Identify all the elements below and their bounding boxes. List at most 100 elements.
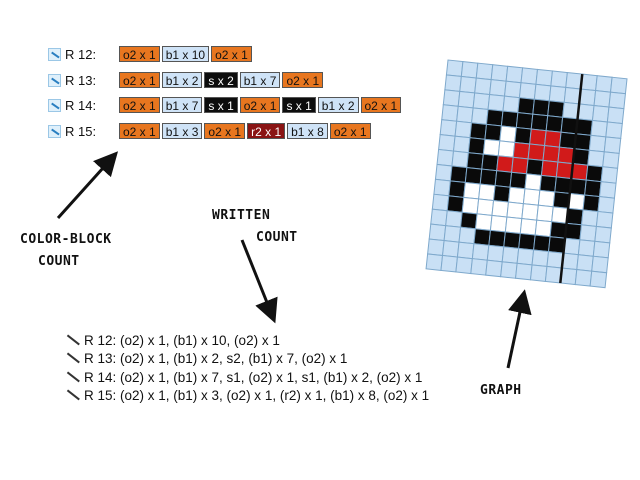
graph-cell — [434, 163, 453, 182]
graph-label: GRAPH — [480, 383, 522, 398]
row-pointer-icon — [66, 333, 80, 347]
row-marker-icon — [48, 124, 61, 138]
graph-cell — [479, 168, 498, 187]
graph-cell — [594, 225, 612, 244]
graph-cell — [595, 210, 614, 229]
graph-cell — [438, 134, 456, 152]
knitting-graph — [420, 50, 630, 290]
color-block-o2: o2 x 1 — [119, 72, 160, 88]
graph-cell — [544, 130, 562, 148]
graph-cell — [484, 123, 502, 142]
color-block-o2: o2 x 1 — [204, 123, 246, 139]
graph-cell — [518, 232, 536, 251]
color-block-o2: o2 x 1 — [119, 97, 160, 113]
graph-cell — [489, 214, 508, 233]
graph-cell — [591, 104, 610, 123]
graph-cell — [574, 269, 593, 287]
graph-cell — [590, 119, 608, 138]
graph-cell — [425, 253, 444, 271]
graph-cell — [459, 75, 477, 94]
graph-cell — [500, 110, 519, 129]
graph-cell — [577, 239, 596, 257]
graph-cell — [606, 106, 625, 125]
graph-cell — [497, 140, 516, 158]
graph-cell — [491, 199, 510, 218]
graph-cell — [470, 258, 488, 276]
color-block-b1: b1 x 10 — [161, 46, 210, 62]
written-count-label: COUNT — [256, 230, 298, 245]
graph-cell — [505, 65, 524, 84]
graph-cell — [603, 136, 622, 154]
graph-cell — [454, 120, 473, 139]
graph-cell — [587, 149, 605, 168]
graph-cell — [535, 68, 553, 87]
graph-cell — [600, 166, 619, 184]
graph-cell — [466, 152, 484, 170]
graph-cell — [516, 247, 535, 266]
color-block-b1: b1 x 2 — [161, 72, 203, 88]
graph-cell — [579, 224, 597, 242]
color-block-o2: o2 x 1 — [360, 97, 402, 113]
graph-cell — [533, 234, 551, 253]
graph-cell — [589, 270, 608, 289]
graph-cell — [521, 203, 539, 221]
color-block-o2: o2 x 1 — [211, 46, 252, 62]
color-block-s: s x 2 — [204, 72, 238, 88]
graph-cell — [514, 126, 532, 145]
graph-cell — [471, 107, 489, 125]
written-row: R 15: (o2) x 1, (b1) x 3, (o2) x 1, (r2)… — [66, 386, 429, 404]
graph-cell — [580, 209, 599, 227]
graph-cell — [467, 137, 486, 155]
color-block-b1: b1 x 8 — [287, 123, 328, 139]
graph-cell — [592, 240, 611, 259]
graph-grid — [425, 59, 628, 289]
graph-cell — [496, 155, 514, 173]
graph-cell — [448, 180, 466, 198]
row-marker-icon — [48, 73, 61, 87]
row-pointer-icon — [66, 351, 80, 365]
graph-cell — [503, 231, 521, 249]
graph-cell — [515, 112, 534, 130]
graph-cell — [494, 170, 513, 188]
graph-cell — [503, 80, 522, 99]
graph-cell — [550, 70, 568, 89]
graph-cell — [609, 76, 628, 95]
graph-cell — [487, 93, 506, 112]
graph-cell — [475, 62, 494, 81]
graph-cell — [439, 119, 458, 137]
graph-cell — [504, 216, 523, 235]
graph-cell — [456, 105, 474, 124]
row-label: R 12: — [65, 46, 97, 62]
graph-cell — [446, 195, 465, 213]
graph-cell — [473, 228, 491, 246]
graph-cell — [582, 194, 601, 213]
graph-cell — [507, 186, 526, 205]
color-block-b1: b1 x 3 — [161, 123, 203, 139]
graph-cell — [471, 243, 490, 261]
graph-cell — [512, 141, 531, 160]
graph-cell — [457, 90, 476, 109]
written-count-arrow — [240, 239, 278, 324]
graph-cell — [524, 173, 542, 191]
graph-cell — [478, 183, 496, 202]
graph-cell — [593, 90, 612, 108]
graph-cell — [456, 241, 475, 260]
graph-cell — [474, 77, 492, 96]
graph-cell — [493, 185, 511, 203]
graph-cell — [499, 125, 517, 143]
graph-cell — [445, 59, 464, 78]
graph-cell — [532, 98, 550, 117]
graph-cell — [548, 85, 567, 103]
row-marker-icon — [48, 47, 61, 61]
graph-cell — [460, 211, 478, 230]
graph-cell — [460, 61, 479, 79]
graph-cell — [485, 259, 503, 278]
written-row: R 14: (o2) x 1, (b1) x 7, s1, (o2) x 1, … — [66, 368, 422, 386]
graph-cell — [515, 262, 533, 281]
graph-cell — [529, 264, 548, 282]
graph-cell — [527, 143, 546, 162]
graph-cell — [430, 208, 448, 227]
